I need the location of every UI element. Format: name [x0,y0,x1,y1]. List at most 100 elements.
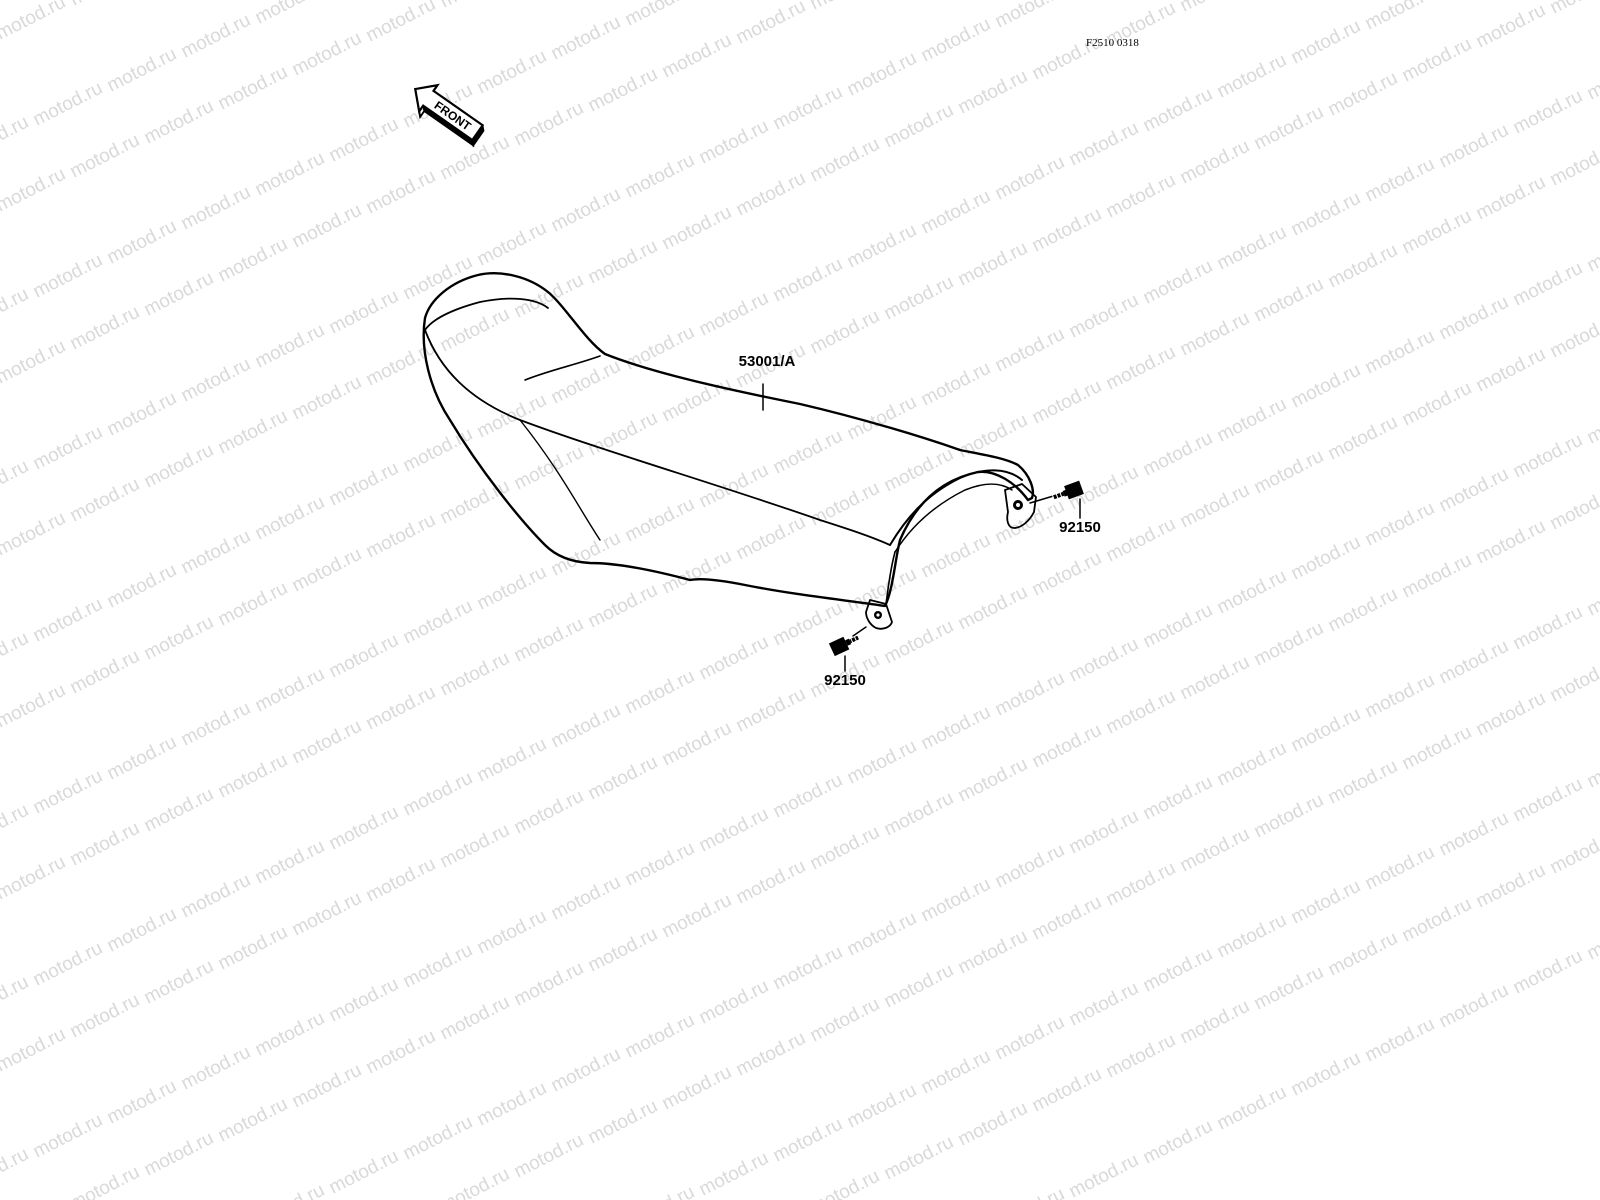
watermark-text: motod.ru [289,716,365,769]
watermark-text: motod.ru [1325,928,1401,981]
watermark-text: motod.ru [1214,1082,1290,1135]
watermark-text: motod.ru [1066,290,1142,343]
watermark-text: motod.ru [474,218,550,271]
watermark-text: motod.ru [1510,946,1586,999]
watermark-text: motod.ru [326,458,402,511]
watermark-text: motod.ru [696,116,772,169]
watermark-text: motod.ru [918,14,994,67]
watermark-text: motod.ru [1473,344,1549,397]
watermark-text: motod.ru [215,922,291,975]
watermark-text: motod.ru [1140,256,1216,309]
watermark-text: motod.ru [1177,136,1253,189]
watermark-text: motod.ru [289,28,365,81]
watermark-text: motod.ru [511,786,587,839]
watermark-text: motod.ru [770,254,846,307]
watermark-text: motod.ru [0,628,32,681]
watermark-text: motod.ru [252,836,328,889]
watermark-text: motod.ru [400,768,476,821]
watermark-text: motod.ru [1362,154,1438,207]
watermark-text: motod.ru [104,216,180,269]
watermark-text: motod.ru [30,78,106,131]
watermark-text: motod.ru [807,478,883,531]
watermark-text: motod.ru [1473,688,1549,741]
watermark-text: motod.ru [437,820,513,873]
watermark-text: motod.ru [474,46,550,99]
watermark-text: motod.ru [289,200,365,253]
watermark-text: motod.ru [1288,532,1364,585]
watermark-text: motod.ru [1288,704,1364,757]
watermark-text: motod.ru [548,184,624,237]
watermark-text: motod.ru [1547,654,1600,707]
watermark-text: motod.ru [770,942,846,995]
watermark-text: motod.ru [30,594,106,647]
watermark-text: motod.ru [437,476,513,529]
watermark-text: motod.ru [67,646,143,699]
watermark-text: motod.ru [0,164,69,217]
watermark-text: motod.ru [474,562,550,615]
watermark-text: motod.ru [955,1098,1031,1151]
watermark-text: motod.ru [844,48,920,101]
watermark-text: motod.ru [548,12,624,65]
watermark-text: motod.ru [1103,342,1179,395]
watermark-text: motod.ru [1288,360,1364,413]
watermark-text: motod.ru [1214,222,1290,275]
watermark-text: motod.ru [1436,636,1512,689]
watermark-text: motod.ru [1584,396,1600,449]
watermark-text: motod.ru [1547,826,1600,879]
watermark-text: motod.ru [252,1008,328,1061]
watermark-text: motod.ru [881,960,957,1013]
watermark-text: motod.ru [0,1024,69,1077]
watermark-text: motod.ru [30,422,106,475]
watermark-text: motod.ru [67,0,143,10]
watermark-text: motod.ru [881,788,957,841]
part-label-seat: 53001/A [739,353,796,370]
watermark-text: motod.ru [1177,652,1253,705]
watermark-text: motod.ru [511,614,587,667]
watermark-text: motod.ru [1584,224,1600,277]
watermark-text: motod.ru [67,990,143,1043]
watermark-text: motod.ru [141,268,217,321]
watermark-text: motod.ru [326,630,402,683]
watermark-text: motod.ru [67,1162,143,1200]
watermark-text: motod.ru [437,648,513,701]
watermark-text: motod.ru [252,0,328,28]
watermark-text: motod.ru [326,1146,402,1199]
watermark-text: motod.ru [178,1042,254,1095]
watermark-text: motod.ru [770,1114,846,1167]
watermark-text: motod.ru [733,1028,809,1081]
watermark-text: motod.ru [215,750,291,803]
watermark-text: motod.ru [1103,858,1179,911]
watermark-text: motod.ru [30,938,106,991]
watermark-text: motod.ru [363,1026,439,1079]
watermark-text: motod.ru [1436,120,1512,173]
watermark-text: motod.ru [437,992,513,1045]
watermark-text: motod.ru [1399,550,1475,603]
watermark-text: motod.ru [437,0,513,12]
watermark-text: motod.ru [104,732,180,785]
watermark-text: motod.ru [548,1044,624,1097]
watermark-text: motod.ru [807,1166,883,1200]
watermark-text: motod.ru [104,1076,180,1129]
watermark-text: motod.ru [363,854,439,907]
watermark-text: motod.ru [1177,308,1253,361]
watermark-text: motod.ru [1362,842,1438,895]
watermark-text: motod.ru [807,0,883,14]
watermark-text: motod.ru [215,1094,291,1147]
watermark-text: motod.ru [1103,686,1179,739]
watermark-text: motod.ru [1029,892,1105,945]
watermark-text: motod.ru [1547,482,1600,535]
watermark-text: motod.ru [326,802,402,855]
watermark-text: motod.ru [363,682,439,735]
watermark-text: motod.ru [1584,568,1600,621]
watermark-text: motod.ru [178,870,254,923]
watermark-text: motod.ru [30,1110,106,1163]
watermark-text: motod.ru [1251,102,1327,155]
watermark-text: motod.ru [1510,602,1586,655]
watermark-text: motod.ru [215,234,291,287]
watermark-text: motod.ru [1510,86,1586,139]
watermark-text: motod.ru [0,508,69,561]
watermark-text: motod.ru [141,96,217,149]
watermark-text: motod.ru [807,134,883,187]
watermark-text: motod.ru [585,1096,661,1149]
watermark-text: motod.ru [659,718,735,771]
